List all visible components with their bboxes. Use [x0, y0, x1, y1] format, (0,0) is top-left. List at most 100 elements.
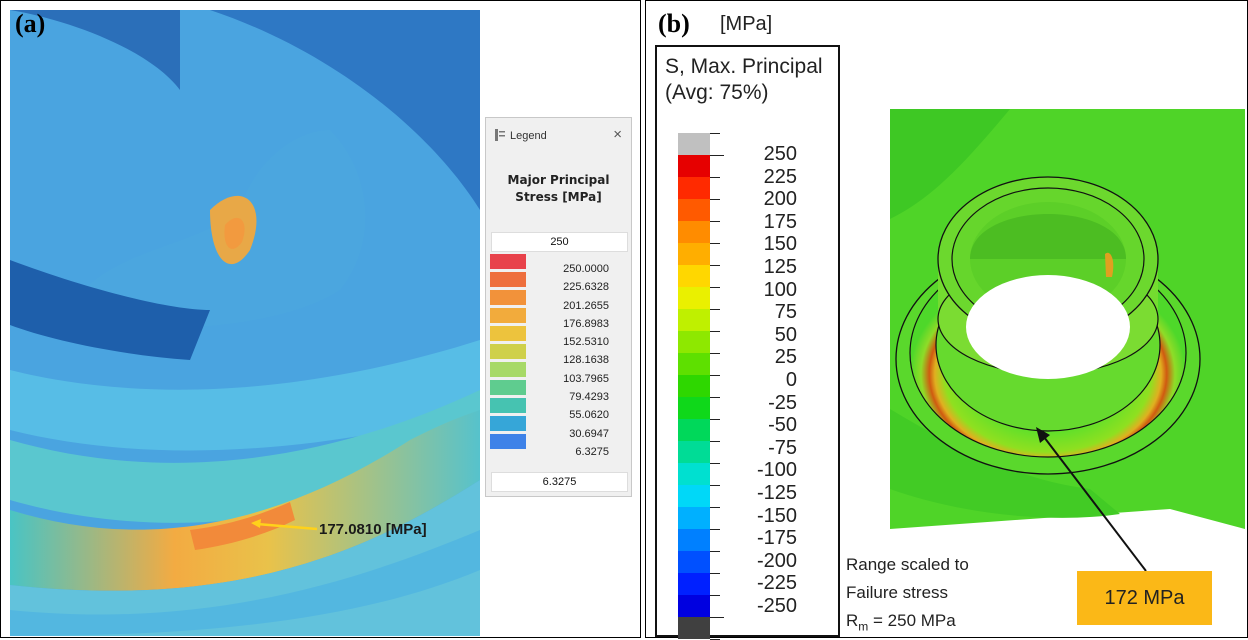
colorbar-label: 0 [785, 368, 797, 391]
colorbar-cell [678, 419, 710, 441]
stress-callout-b: 172 MPa [1077, 571, 1212, 625]
stress-callout-a: 177.0810 [MPa] [319, 521, 427, 538]
legend-swatch [490, 398, 526, 413]
colorbar-label: -250 [756, 594, 797, 617]
colorbar-tick [710, 551, 720, 552]
colorbar-cell [678, 155, 710, 177]
colorbar-tick [710, 529, 720, 530]
colorbar-label: 225 [763, 165, 797, 188]
colorbar-label: 125 [763, 255, 797, 278]
colorbar-cell [678, 551, 710, 573]
colorbar-tick [710, 177, 720, 178]
colorbar-label: 50 [774, 323, 797, 346]
unit-label: [MPa] [720, 13, 773, 35]
legend-swatch [490, 290, 526, 305]
contour-colorbar [678, 133, 710, 639]
colorbar-tick [710, 375, 720, 376]
legend-value: 250.0000 [563, 263, 609, 275]
panel-b: (b) [MPa] S, Max. Principal (Avg: 75%) 2… [645, 0, 1248, 640]
colorbar-label: 175 [763, 210, 797, 233]
colorbar-tick [710, 463, 720, 464]
callout-arrow-b [1036, 427, 1147, 572]
colorbar-label: -50 [768, 414, 797, 437]
legend-swatch [490, 308, 526, 323]
legend-swatch [490, 326, 526, 341]
legend-quantity: Major Principal Stress [MPa] [507, 173, 610, 204]
legend-max-box: 250 [491, 232, 628, 252]
legend-swatch [490, 362, 526, 377]
legend-swatch [490, 380, 526, 395]
range-note: Range scaled to Failure stress Rm = 250 … [846, 551, 969, 640]
close-icon[interactable]: × [613, 126, 622, 143]
colorbar-cell [678, 463, 710, 485]
colorbar-tick [710, 573, 720, 574]
colorbar-cell [678, 177, 710, 199]
colorbar-tick [710, 243, 720, 244]
legend-value: 55.0620 [569, 409, 609, 422]
colorbar-tick [710, 397, 720, 398]
colorbar-tick [710, 595, 720, 596]
legend-swatches [490, 254, 526, 452]
legend-value: 128.1638 [563, 354, 609, 367]
legend-swatch [490, 272, 526, 287]
colorbar-cell [678, 595, 710, 617]
legend-value: 152.5310 [563, 336, 609, 349]
colorbar-cell [678, 485, 710, 507]
colorbar-label: -25 [768, 391, 797, 414]
fea-render-b [890, 109, 1245, 529]
legend-swatch [490, 434, 526, 449]
colorbar-cell [678, 375, 710, 397]
colorbar-tick [710, 485, 720, 486]
colorbar-label: 75 [774, 301, 797, 324]
legend-header: Legend × [486, 118, 631, 154]
legend-title-line1: S, Max. Principal [665, 55, 823, 78]
colorbar-cell [678, 309, 710, 331]
legend-value: 79.4293 [569, 391, 609, 404]
panel-b-label: (b) [658, 9, 690, 38]
legend-value: 103.7965 [563, 372, 609, 385]
legend-value: 201.2655 [563, 299, 609, 312]
colorbar-cell [678, 507, 710, 529]
legend-icon [495, 129, 505, 141]
colorbar-cell [678, 287, 710, 309]
colorbar-tick [710, 309, 720, 310]
colorbar-label: -75 [768, 436, 797, 459]
range-note-line2: Failure stress [846, 583, 949, 602]
colorbar-label: 150 [763, 233, 797, 256]
legend-title: Legend [510, 130, 547, 142]
colorbar-tick [710, 155, 724, 156]
colorbar-tick [710, 331, 720, 332]
colorbar-label: -200 [756, 549, 797, 572]
colorbar-tick [710, 133, 720, 134]
colorbar-cell [678, 199, 710, 221]
colorbar-cell [678, 529, 710, 551]
colorbar-tick [710, 221, 720, 222]
colorbar-label: -150 [756, 504, 797, 527]
colorbar-tick [710, 441, 720, 442]
colorbar-label: -175 [756, 527, 797, 550]
colorbar-label: 100 [763, 278, 797, 301]
panel-a: (a) 177.0810 [MPa] Legend × Major Princi… [0, 0, 641, 638]
legend-swatch [490, 416, 526, 431]
colorbar-cell [678, 617, 710, 639]
colorbar-cell [678, 133, 710, 155]
colorbar-cell [678, 221, 710, 243]
legend-swatch [490, 344, 526, 359]
panel-a-label: (a) [15, 9, 46, 38]
colorbar-cell [678, 331, 710, 353]
legend-swatch [490, 254, 526, 269]
colorbar-cell [678, 573, 710, 595]
colorbar-label: 200 [763, 188, 797, 211]
legend-title-line2: (Avg: 75%) [665, 81, 769, 104]
colorbar-tick [710, 617, 724, 618]
colorbar-ticks [710, 133, 724, 640]
legend-window: Legend × Major Principal Stress [MPa] 25… [485, 117, 632, 497]
colorbar-cell [678, 265, 710, 287]
legend-value: 6.3275 [575, 445, 609, 458]
colorbar-tick [710, 419, 720, 420]
colorbar-label: -125 [756, 481, 797, 504]
colorbar-tick [710, 265, 720, 266]
